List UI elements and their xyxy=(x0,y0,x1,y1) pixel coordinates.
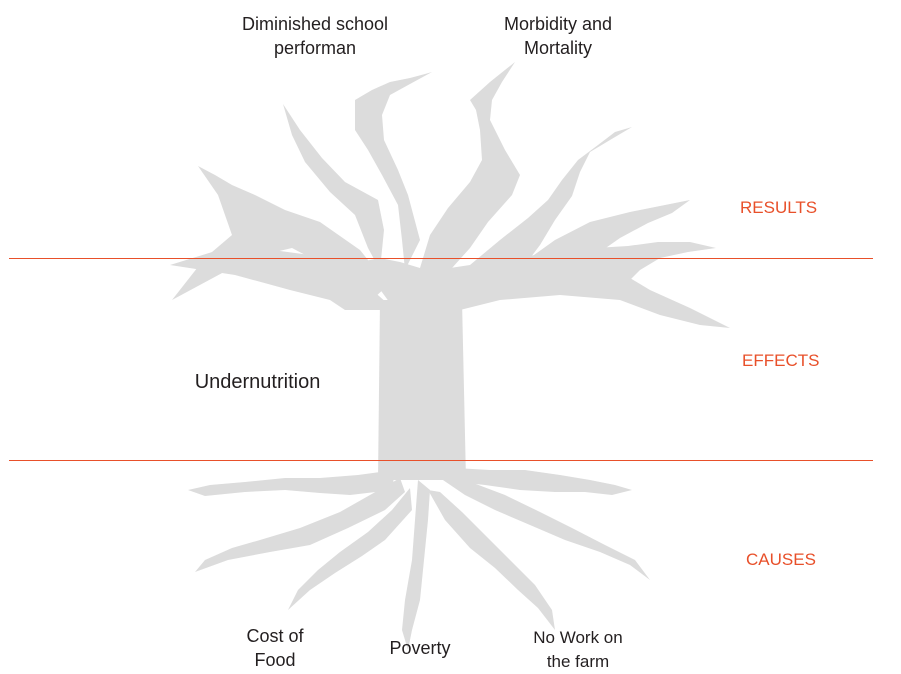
result-label-school: Diminished school performan xyxy=(241,14,389,58)
branch-right-low xyxy=(560,242,716,282)
root-far-left xyxy=(188,470,395,496)
root-right-low xyxy=(428,490,555,630)
cause-label-cost-of-food: Cost of Food xyxy=(246,626,304,670)
result-label-morbidity: Morbidity and Mortality xyxy=(503,14,613,58)
branch-right xyxy=(470,127,632,265)
divider-results-effects xyxy=(9,258,873,259)
root-left xyxy=(195,478,405,572)
branch-left-far xyxy=(172,166,388,300)
root-far-right xyxy=(455,468,632,495)
cause-label-no-work: No Work on the farm xyxy=(533,628,623,671)
branch-right-mid xyxy=(520,200,690,265)
branch-left-upper xyxy=(283,104,384,270)
root-center xyxy=(402,480,430,650)
root-left-low xyxy=(288,488,412,610)
tree-trunk xyxy=(378,300,466,480)
tree-shapes xyxy=(170,62,730,650)
root-right xyxy=(440,478,650,580)
branch-center xyxy=(420,62,520,268)
cause-label-poverty: Poverty xyxy=(389,638,451,658)
zone-label-effects: EFFECTS xyxy=(742,351,820,370)
branch-center-left xyxy=(355,72,432,270)
zone-label-results: RESULTS xyxy=(740,198,818,217)
zone-label-causes: CAUSES xyxy=(746,550,816,569)
divider-effects-causes xyxy=(9,460,873,461)
effect-label-undernutrition: Undernutrition xyxy=(194,371,321,393)
